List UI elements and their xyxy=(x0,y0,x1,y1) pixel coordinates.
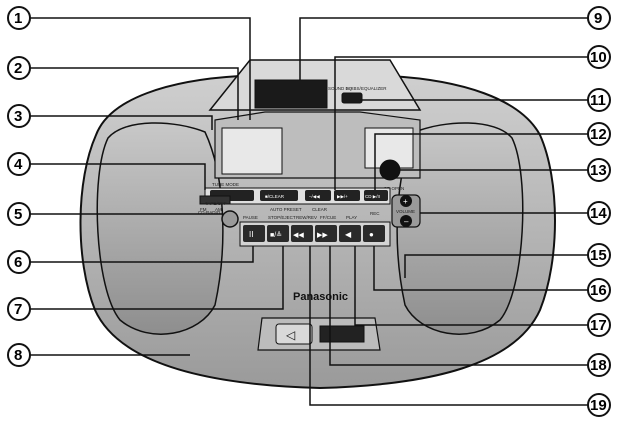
svg-text:2: 2 xyxy=(14,60,22,77)
callout-4: 4 xyxy=(7,152,31,176)
stop-eject-label: STOP/EJECT xyxy=(268,215,296,220)
svg-text:11: 11 xyxy=(590,92,606,109)
callout-17: 17 xyxy=(587,313,611,337)
volume-label: VOLUME xyxy=(396,209,415,214)
power-selector-knob[interactable] xyxy=(221,210,239,228)
skip-back-glyph: –/◀◀ xyxy=(309,194,320,199)
stop-clear-button[interactable] xyxy=(260,190,298,201)
callout-5: 5 xyxy=(7,202,31,226)
callout-16: 16 xyxy=(587,278,611,302)
callout-10: 10 xyxy=(587,45,611,69)
surround-label: S-XBS/ xyxy=(346,86,362,91)
equalizer-label: EQUALIZER xyxy=(361,86,387,91)
play-glyph: ◀ xyxy=(345,230,352,239)
mode-fm-label: FM xyxy=(200,207,207,212)
skip-fwd-button[interactable] xyxy=(334,190,360,201)
cassette-door-eject[interactable] xyxy=(275,323,313,345)
tune-mode-label: TUNE MODE xyxy=(212,182,239,187)
stop-clear-glyph: ■/CLEAR xyxy=(265,194,285,199)
callout-8: 8 xyxy=(7,343,31,367)
svg-text:17: 17 xyxy=(590,317,607,334)
sound-eq-button[interactable] xyxy=(341,92,363,104)
leader-lines xyxy=(30,17,588,406)
callout-12: 12 xyxy=(587,122,611,146)
callout-9: 9 xyxy=(587,6,611,30)
svg-text:6: 6 xyxy=(14,254,22,271)
cd-radio-label: CD·RADIO xyxy=(198,210,221,215)
volume-up-glyph: + xyxy=(403,197,408,206)
pause-label: PAUSE xyxy=(243,215,258,220)
cd-play-button[interactable] xyxy=(364,190,388,201)
svg-text:15: 15 xyxy=(590,247,607,264)
svg-text:13: 13 xyxy=(590,162,607,179)
callout-2: 2 xyxy=(7,56,31,80)
clear-label: CLEAR xyxy=(312,207,328,212)
right-speaker xyxy=(396,122,524,335)
ff-glyph: ▶▶ xyxy=(317,232,328,239)
left-speaker xyxy=(96,122,224,335)
cd-open-label: ▲ CD OPEN xyxy=(378,186,404,191)
tape-off-label: TAPE/OFF xyxy=(205,201,227,206)
callout-6: 6 xyxy=(7,250,31,274)
svg-text:12: 12 xyxy=(590,126,607,143)
rewind-label: REW/REV xyxy=(296,215,317,220)
svg-text:9: 9 xyxy=(594,10,602,27)
svg-text:5: 5 xyxy=(14,206,22,223)
volume-down-glyph: – xyxy=(404,217,409,226)
callout-18: 18 xyxy=(587,353,611,377)
volume-down-button[interactable] xyxy=(400,215,412,227)
ff-button[interactable] xyxy=(315,225,337,242)
cassette-door-glyph: ◁ xyxy=(286,328,296,342)
svg-text:10: 10 xyxy=(590,49,607,66)
pause-glyph: II xyxy=(249,230,253,239)
svg-text:7: 7 xyxy=(14,301,22,318)
mode-am-label: AM xyxy=(215,207,222,212)
pause-button[interactable] xyxy=(243,225,265,242)
rewind-glyph: ◀◀ xyxy=(293,232,304,239)
callout-1: 1 xyxy=(7,6,31,30)
cassette-window xyxy=(319,325,365,343)
brand-logo: Panasonic xyxy=(293,291,348,303)
rec-label: REC xyxy=(370,211,380,216)
svg-text:1: 1 xyxy=(14,10,22,27)
callout-14: 14 xyxy=(587,201,611,225)
display-window xyxy=(254,79,328,109)
svg-text:19: 19 xyxy=(590,397,607,414)
ff-label: FF/CUE xyxy=(320,215,336,220)
svg-text:8: 8 xyxy=(14,347,22,364)
sound-eq-label: SOUND EQ xyxy=(328,86,353,91)
play-button[interactable] xyxy=(339,225,361,242)
volume-up-button[interactable] xyxy=(400,195,412,207)
auto-preset-label: AUTO PRESET xyxy=(270,207,302,212)
svg-text:16: 16 xyxy=(590,282,607,299)
stop-eject-button[interactable] xyxy=(267,225,289,242)
cd-play-glyph: CD ▶/II xyxy=(365,194,380,199)
callout-15: 15 xyxy=(587,243,611,267)
svg-text:18: 18 xyxy=(590,357,607,374)
stop-eject-glyph: ■/≜ xyxy=(270,231,282,239)
rewind-button[interactable] xyxy=(291,225,313,242)
svg-text:14: 14 xyxy=(590,205,607,222)
play-label: PLAY xyxy=(346,215,357,220)
callout-19: 19 xyxy=(587,393,611,417)
cd-window xyxy=(221,127,283,175)
callout-7: 7 xyxy=(7,297,31,321)
skip-back-button[interactable] xyxy=(305,190,331,201)
skip-fwd-glyph: ▶▶/+ xyxy=(337,194,348,199)
rec-button[interactable] xyxy=(363,225,385,242)
callout-11: 11 xyxy=(587,88,611,112)
callout-13: 13 xyxy=(587,158,611,182)
svg-text:3: 3 xyxy=(14,108,22,125)
rec-glyph: ● xyxy=(369,230,374,239)
svg-text:4: 4 xyxy=(14,156,23,173)
fm-am-switch[interactable] xyxy=(199,195,231,205)
cd-open-button[interactable] xyxy=(379,159,401,181)
callout-3: 3 xyxy=(7,104,31,128)
